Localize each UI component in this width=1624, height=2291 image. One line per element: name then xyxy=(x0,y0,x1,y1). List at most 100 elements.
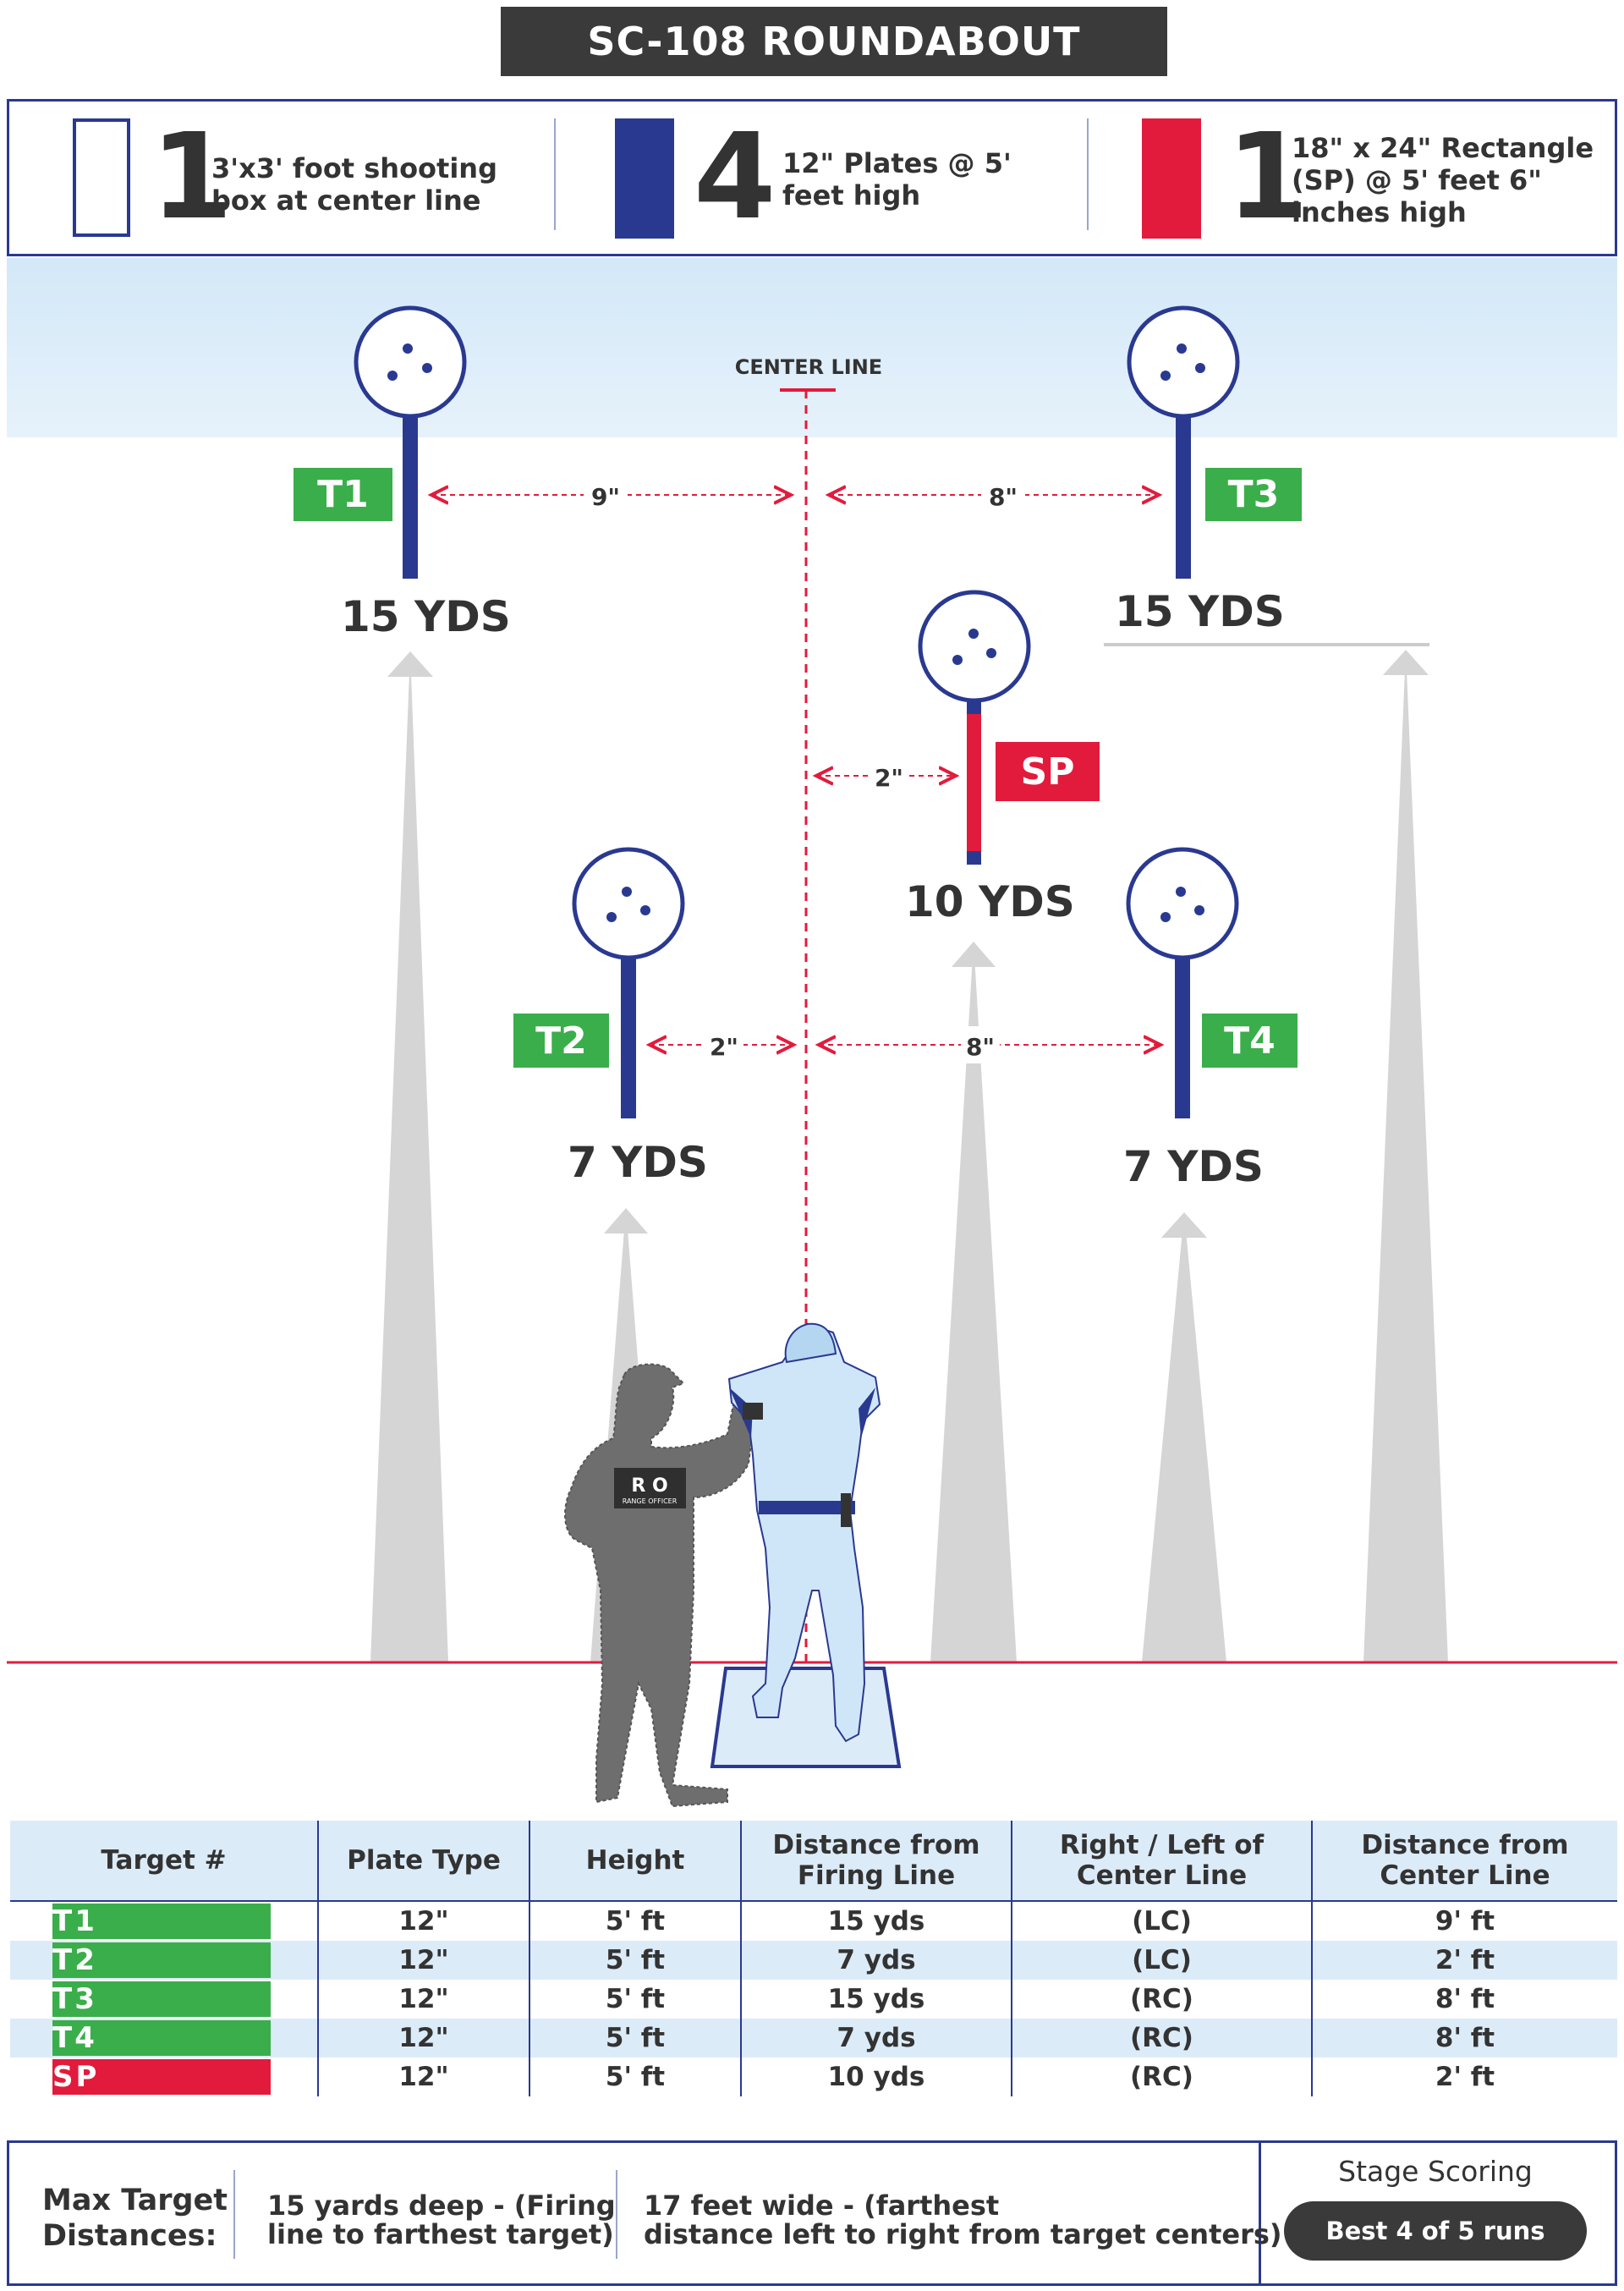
stage-scoring-value: Best 4 of 5 runs xyxy=(1284,2201,1587,2261)
target-label-t4: T4 xyxy=(1202,1014,1298,1068)
table-cell: 5' ft xyxy=(529,1901,742,1941)
stop-plate-swatch xyxy=(1142,118,1201,239)
lane-sp xyxy=(930,942,1017,1662)
shooter-figure xyxy=(727,1322,881,1743)
summary-line: 12" Plates @ 5' xyxy=(782,147,1012,179)
column-header: Height xyxy=(529,1821,742,1902)
column-header: Distance from Center Line xyxy=(1312,1821,1617,1902)
footer-divider xyxy=(616,2170,617,2259)
distance-label-sp: 10 YDS xyxy=(905,877,1075,926)
distance-label-t2: 7 YDS xyxy=(568,1138,708,1187)
column-header: Distance from Firing Line xyxy=(741,1821,1012,1902)
ro-badge-text: R O xyxy=(631,1475,667,1497)
shot-timer xyxy=(743,1403,763,1420)
table-cell: 12" xyxy=(318,2019,530,2058)
table-header-row: Target # Plate Type Height Distance from… xyxy=(10,1821,1617,1902)
table-cell: 2' ft xyxy=(1435,2062,1495,2092)
table-cell: 5' ft xyxy=(529,2019,742,2058)
target-label-sp: SP xyxy=(996,742,1100,801)
ro-badge-subtext: RANGE OFFICER xyxy=(623,1497,678,1505)
distance-label-t4: 7 YDS xyxy=(1123,1142,1264,1191)
table-row: SP 12" 5' ft 10 yds (RC) 2' ft xyxy=(10,2058,1617,2096)
sp-offset-label: 2" xyxy=(875,764,903,792)
target-chip: SP xyxy=(52,2059,271,2095)
stop-plate-description: 18" x 24" Rectangle (SP) @ 5' feet 6" in… xyxy=(1292,132,1594,228)
stage-scoring-title: Stage Scoring xyxy=(1338,2155,1533,2188)
label-line: Max Target xyxy=(42,2184,228,2217)
summary-line: (SP) @ 5' feet 6" xyxy=(1292,164,1542,196)
summary-line: 3'x3' foot shooting xyxy=(211,152,497,184)
target-chip: T2 xyxy=(52,1942,271,1978)
holster xyxy=(841,1493,851,1527)
target-chip: T4 xyxy=(52,2020,271,2056)
table-cell: (RC) xyxy=(1012,2058,1313,2096)
summary-line: inches high xyxy=(1292,196,1467,228)
lane-t2-head xyxy=(604,1208,648,1233)
target-chip: T3 xyxy=(52,1981,271,2017)
table-cell: 9' ft xyxy=(1435,1906,1495,1937)
lane-t1-head xyxy=(387,651,433,677)
max-distances-label: Max Target Distances: xyxy=(42,2183,228,2254)
table-cell: 5' ft xyxy=(529,1980,742,2019)
t1-plate xyxy=(354,305,467,579)
width-line: distance left to right from target cente… xyxy=(644,2218,1282,2250)
range-officer-figure xyxy=(564,1363,759,1808)
table-row: T4 12" 5' ft 7 yds (RC) 8' ft xyxy=(10,2019,1617,2058)
t2-plate xyxy=(572,847,685,1118)
target-cell: SP xyxy=(10,2058,319,2096)
table-cell: 2' ft xyxy=(1312,1941,1617,1980)
target-label-t1: T1 xyxy=(294,468,392,521)
lane-t4 xyxy=(1142,1212,1226,1662)
table-cell: 12" xyxy=(318,2058,530,2096)
table-cell: 12" xyxy=(318,1941,530,1980)
target-spec-table: Target # Plate Type Height Distance from… xyxy=(10,1821,1617,2096)
equipment-summary xyxy=(7,99,1617,256)
summary-line: 18" x 24" Rectangle xyxy=(1292,132,1594,164)
target-label-t3: T3 xyxy=(1205,468,1302,521)
plate-count: 4 xyxy=(694,108,776,246)
footer-divider xyxy=(233,2170,235,2259)
table-cell: (RC) xyxy=(1012,1980,1313,2019)
sky-background xyxy=(7,258,1617,437)
distance-label-t3: 15 YDS xyxy=(1115,587,1285,636)
width-description: 17 feet wide - (farthest distance left t… xyxy=(644,2191,1282,2249)
t4-offset-label: 8" xyxy=(966,1033,995,1061)
table-cell: 7 yds xyxy=(741,1941,1012,1980)
t1-offset-label: 9" xyxy=(591,483,620,511)
shooting-box-count: 1 xyxy=(151,108,233,246)
shooting-box-swatch xyxy=(73,118,130,237)
target-label-t2: T2 xyxy=(513,1014,609,1068)
summary-divider xyxy=(554,118,556,230)
lane-t3 xyxy=(1363,650,1448,1662)
table-cell: 5' ft xyxy=(529,2058,742,2096)
table-cell: 10 yds xyxy=(741,2058,1012,2096)
target-cell: T4 xyxy=(10,2019,319,2058)
target-cell: T2 xyxy=(10,1941,319,1980)
target-chip: T1 xyxy=(52,1904,271,1939)
t3-offset-label: 8" xyxy=(989,483,1018,511)
table-cell: (LC) xyxy=(1012,1941,1313,1980)
plate-description: 12" Plates @ 5' feet high xyxy=(782,147,1012,212)
summary-divider xyxy=(1087,118,1089,230)
table-row: T1 12" 5' ft 15 yds (LC) 9' ft xyxy=(10,1901,1617,1941)
t3-plate xyxy=(1127,305,1240,579)
table-cell: 12" xyxy=(318,1980,530,2019)
target-cell: T3 xyxy=(10,1980,319,2019)
sp-plate xyxy=(918,590,1031,865)
stage-diagram: 9" 8" 2" 2" 8" CENTER LINE xyxy=(7,305,1617,1808)
table-cell: (LC) xyxy=(1012,1901,1313,1941)
lane-t1 xyxy=(370,651,448,1662)
distance-label-t1: 15 YDS xyxy=(341,592,511,641)
table-cell: 7 yds xyxy=(741,2019,1012,2058)
lane-t3-head xyxy=(1383,650,1429,675)
stop-plate-count: 1 xyxy=(1226,108,1309,246)
depth-line: 15 yards deep - (Firing xyxy=(267,2189,616,2222)
table-row: T2 12" 5' ft 7 yds (LC) 2' ft xyxy=(10,1941,1617,1980)
table-cell: 12" xyxy=(318,1901,530,1941)
target-cell: T1 xyxy=(10,1901,319,1941)
depth-description: 15 yards deep - (Firing line to farthest… xyxy=(267,2191,616,2249)
depth-line: line to farthest target) xyxy=(267,2218,614,2250)
footer-divider xyxy=(1259,2142,1261,2284)
table-cell: 15 yds xyxy=(741,1980,1012,2019)
center-line-label: CENTER LINE xyxy=(735,355,882,379)
